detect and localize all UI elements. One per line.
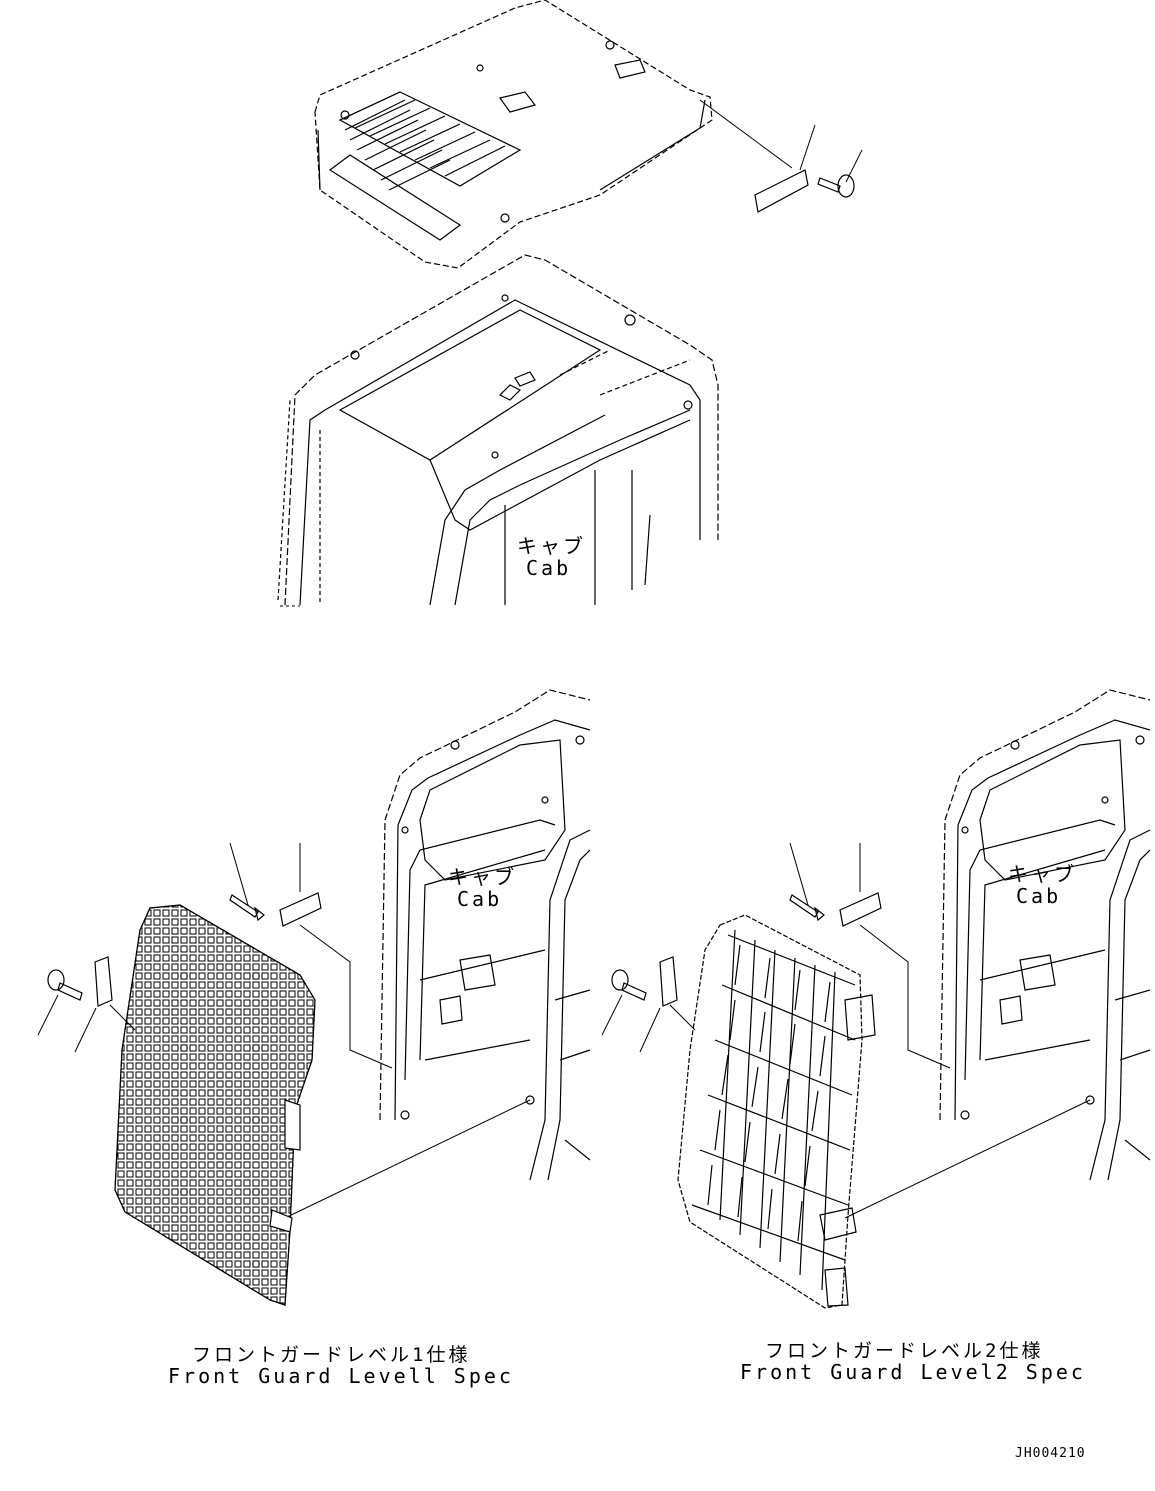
cab-label-top-jp: キャブ [517, 534, 586, 558]
cab-label-right-en: Cab [1016, 884, 1062, 908]
caption-level2-jp: フロントガードレベル2仕様 [765, 1340, 1044, 1362]
leader-lines-right [601, 842, 1091, 1219]
caption-level1-jp: フロントガードレベル1仕様 [192, 1344, 471, 1366]
bolt-right-upper [789, 894, 825, 922]
roof-vent-grille [338, 91, 522, 187]
cab-frame-right [939, 689, 1151, 1181]
roof-cover [314, 0, 713, 269]
bolt-right-lower [611, 969, 647, 1001]
caption-level2-en: Front Guard Level2 Spec [740, 1360, 1086, 1384]
cab-label-left-jp: キャブ [448, 865, 517, 889]
cab-label-left-en: Cab [457, 887, 503, 911]
caption-level1-en: Front Guard Levell Spec [168, 1364, 514, 1388]
bolt-top [817, 174, 855, 198]
drawing-number: JH004210 [1015, 1446, 1086, 1461]
cab-label-top-en: Cab [526, 556, 572, 580]
front-guard-level2 [677, 914, 876, 1309]
cab-body-top [277, 254, 719, 606]
caution-plate-right [659, 892, 882, 1007]
caution-plate-left [94, 892, 322, 1007]
cab-label-right-jp: キャブ [1008, 862, 1077, 886]
cab-frame-left [379, 689, 591, 1181]
bolt-left-lower [47, 969, 83, 1001]
bolt-left-upper [229, 894, 265, 922]
front-guard-level1 [114, 904, 316, 1306]
caution-plate-top [754, 169, 809, 213]
leader-lines-top [699, 99, 863, 183]
